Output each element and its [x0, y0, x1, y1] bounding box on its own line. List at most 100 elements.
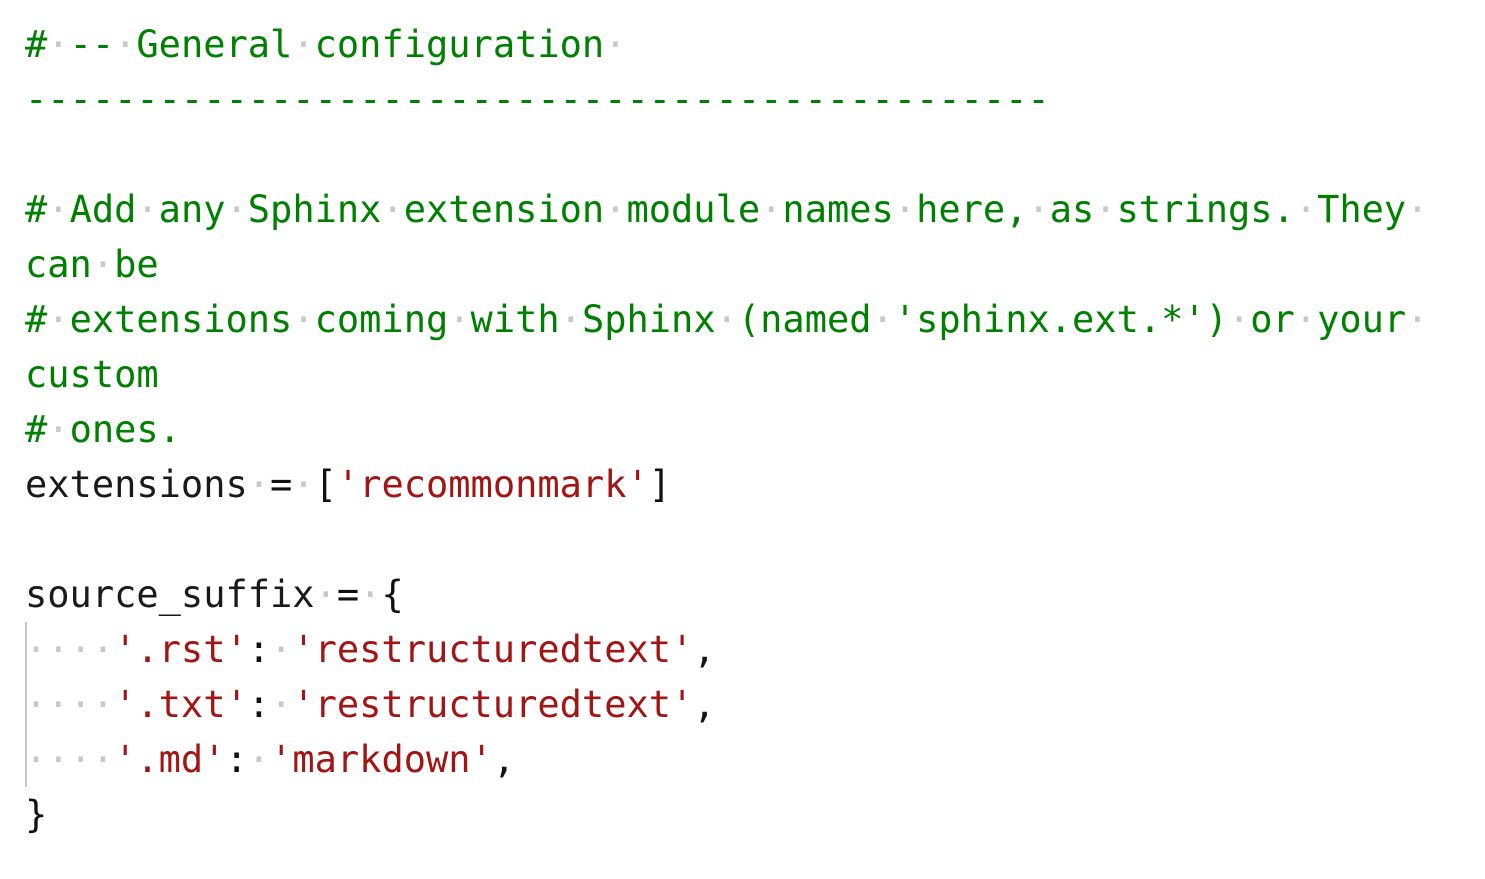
- whitespace-dot: ·: [1027, 188, 1050, 231]
- whitespace-dot: ·: [136, 188, 159, 231]
- code-token-comment: strings.: [1116, 188, 1295, 231]
- whitespace-dot: ·: [292, 298, 315, 341]
- whitespace-dot: ·: [270, 628, 293, 671]
- code-line[interactable]: custom: [0, 347, 1485, 402]
- whitespace-dot: ·: [381, 188, 404, 231]
- whitespace-dot: ·: [1227, 298, 1251, 341]
- code-line[interactable]: ----------------------------------------…: [0, 72, 1485, 127]
- code-line[interactable]: #·--·General·configuration·: [0, 17, 1485, 72]
- whitespace-dot: ·: [292, 23, 315, 66]
- code-token-comment: or: [1250, 298, 1295, 341]
- whitespace-dot: ·: [760, 188, 783, 231]
- code-token-comment: custom: [25, 353, 159, 396]
- code-token-punct: ,: [492, 738, 516, 781]
- whitespace-dot: ·: [47, 23, 70, 66]
- code-token-comment: coming: [314, 298, 449, 341]
- whitespace-dot: ·: [715, 298, 738, 341]
- code-token-comment: can: [25, 243, 92, 286]
- whitespace-dot: ·: [871, 298, 894, 341]
- code-token-comment: any: [158, 188, 226, 231]
- whitespace-dot: ·: [1094, 188, 1117, 231]
- code-token-punct: }: [25, 793, 48, 836]
- code-token-comment: #: [25, 188, 48, 231]
- code-line[interactable]: #·extensions·coming·with·Sphinx·(named·'…: [0, 292, 1485, 347]
- code-token-comment: 'sphinx.ext.*'): [893, 298, 1228, 341]
- code-token-comment: Add: [69, 188, 137, 231]
- whitespace-dot: ·: [1294, 298, 1318, 341]
- whitespace-dot: ·: [604, 188, 627, 231]
- code-token-punct: [: [314, 463, 337, 506]
- whitespace-dot: ·: [1406, 298, 1429, 341]
- whitespace-dot: ·: [893, 188, 917, 231]
- whitespace-dot: ·: [559, 298, 582, 341]
- code-token-punct: ,: [693, 683, 716, 726]
- whitespace-dot: ····: [25, 738, 115, 781]
- whitespace-dot: ·: [91, 243, 115, 286]
- code-lines-container[interactable]: #·--·General·configuration·-------------…: [0, 17, 1485, 842]
- code-token-comment: ----------------------------------------…: [25, 78, 1050, 121]
- whitespace-dot: ·: [47, 188, 70, 231]
- code-token-punct: :: [247, 628, 271, 671]
- code-token-comment: (named: [737, 298, 872, 341]
- whitespace-dot: ·: [247, 463, 271, 506]
- code-line[interactable]: #·ones.: [0, 402, 1485, 457]
- code-token-plain: source_suffix: [25, 573, 315, 616]
- code-token-comment: extensions: [69, 298, 293, 341]
- code-token-comment: #: [25, 408, 48, 451]
- code-line[interactable]: [0, 512, 1485, 567]
- code-token-punct: :: [247, 683, 271, 726]
- whitespace-dot: ·: [1294, 188, 1318, 231]
- code-line[interactable]: extensions·=·['recommonmark']: [0, 457, 1485, 512]
- code-token-comment: Sphinx: [581, 298, 716, 341]
- whitespace-dot: ·: [1406, 188, 1429, 231]
- code-token-punct: =: [336, 573, 360, 616]
- code-token-comment: names: [782, 188, 894, 231]
- code-line[interactable]: [0, 127, 1485, 182]
- whitespace-dot: ·: [270, 683, 293, 726]
- whitespace-dot: ·: [225, 188, 248, 231]
- whitespace-dot: ····: [25, 683, 115, 726]
- code-line[interactable]: #·Add·any·Sphinx·extension·module·names·…: [0, 182, 1485, 237]
- indent-guide-line: [25, 622, 27, 677]
- code-token-punct: ]: [648, 463, 672, 506]
- code-token-string: 'markdown': [270, 738, 493, 781]
- code-token-comment: with: [470, 298, 560, 341]
- code-token-string: '.rst': [114, 628, 248, 671]
- code-line[interactable]: source_suffix·=·{: [0, 567, 1485, 622]
- code-token-string: 'restructuredtext': [292, 683, 694, 726]
- code-token-plain: extensions: [25, 463, 248, 506]
- code-line[interactable]: }: [0, 787, 1485, 842]
- whitespace-dot: ····: [25, 628, 115, 671]
- code-token-comment: extension: [403, 188, 605, 231]
- whitespace-dot: ·: [114, 23, 137, 66]
- code-token-comment: Sphinx: [247, 188, 382, 231]
- whitespace-dot: ·: [47, 298, 70, 341]
- whitespace-dot: ·: [292, 463, 315, 506]
- code-token-punct: =: [270, 463, 293, 506]
- code-token-comment: be: [114, 243, 159, 286]
- code-token-comment: --: [69, 23, 115, 66]
- whitespace-dot: ·: [47, 408, 70, 451]
- code-token-string: '.txt': [114, 683, 248, 726]
- code-token-comment: as: [1049, 188, 1095, 231]
- code-token-string: 'restructuredtext': [292, 628, 694, 671]
- code-line[interactable]: ····'.md':·'markdown',: [0, 732, 1485, 787]
- code-line[interactable]: ····'.rst':·'restructuredtext',: [0, 622, 1485, 677]
- indent-guide-line: [25, 677, 27, 732]
- code-token-comment: your: [1317, 298, 1407, 341]
- code-token-punct: :: [225, 738, 248, 781]
- code-token-comment: General: [136, 23, 293, 66]
- code-token-comment: They: [1317, 188, 1407, 231]
- code-token-comment: ones.: [69, 408, 181, 451]
- code-token-comment: here,: [916, 188, 1028, 231]
- code-token-comment: #: [25, 298, 48, 341]
- code-line[interactable]: ····'.txt':·'restructuredtext',: [0, 677, 1485, 732]
- whitespace-dot: ·: [359, 573, 382, 616]
- code-line[interactable]: can·be: [0, 237, 1485, 292]
- indent-guide-line: [25, 732, 27, 787]
- code-token-punct: {: [381, 573, 404, 616]
- code-token-string: '.md': [114, 738, 226, 781]
- code-token-comment: #: [25, 23, 48, 66]
- code-token-comment: configuration: [314, 23, 605, 66]
